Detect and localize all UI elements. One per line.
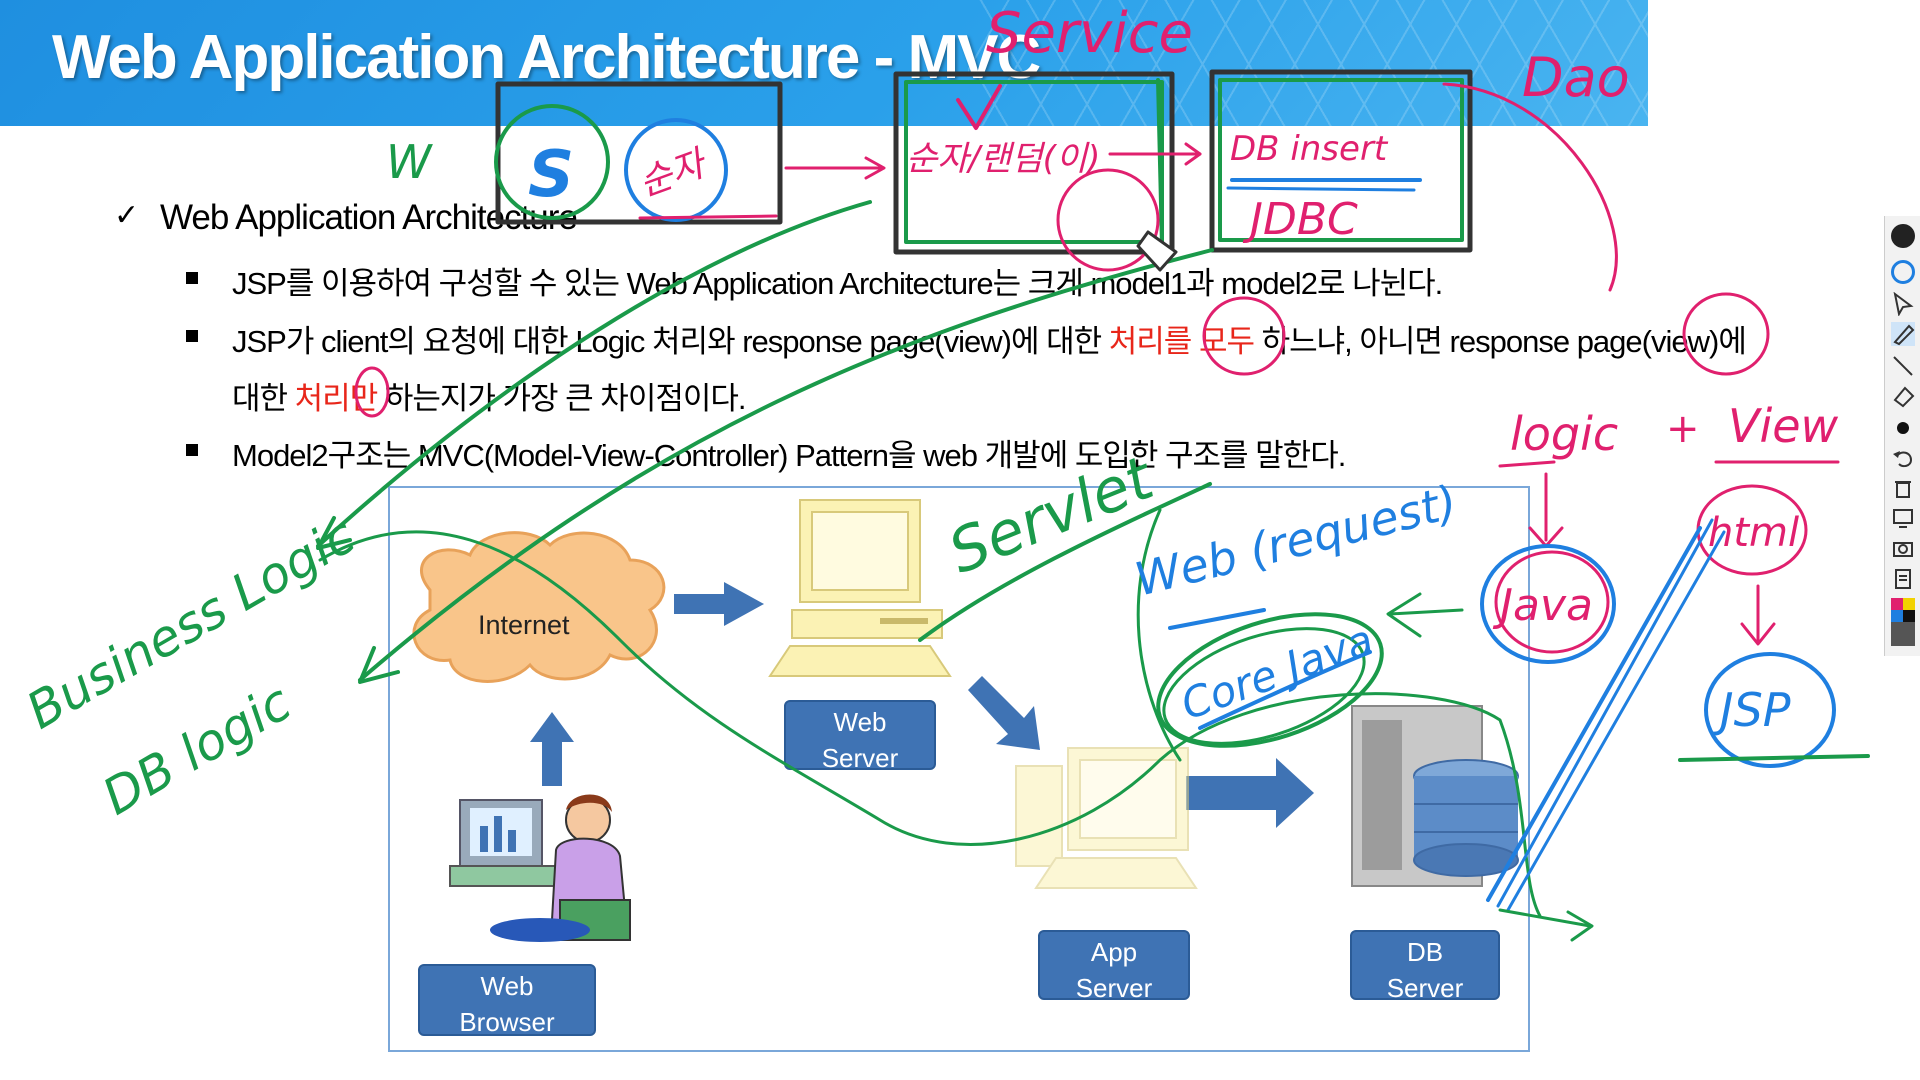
screen-icon[interactable] bbox=[1891, 506, 1915, 530]
eraser-icon[interactable] bbox=[1891, 384, 1915, 408]
ink-business-logic-label: Business Logic bbox=[17, 506, 365, 740]
bullet-text-2-line2: 대한 처리만 하는지가 가장 큰 차이점이다. bbox=[232, 373, 747, 418]
section-heading: Web Application Architecture bbox=[160, 198, 578, 237]
ink-html-label: html bbox=[1708, 510, 1799, 556]
ink-plus-label: + bbox=[1666, 406, 1700, 452]
dot-icon[interactable] bbox=[1891, 416, 1915, 440]
bullet-2-post: 하느냐, 아니면 response page(view)에 bbox=[1253, 324, 1747, 359]
web-server-label: Web Server bbox=[784, 700, 936, 773]
title-banner: Web Application Architecture - MVC bbox=[0, 0, 1648, 126]
bullet-2-line2-post: 하는지가 가장 큰 차이점이다. bbox=[377, 381, 747, 416]
pin-icon[interactable] bbox=[1891, 224, 1915, 248]
slide-title: Web Application Architecture - MVC bbox=[52, 23, 1041, 92]
internet-label: Internet bbox=[478, 610, 570, 640]
ink-w-label: W bbox=[386, 135, 433, 189]
bullet-marker bbox=[186, 444, 198, 456]
ink-logic-label: logic bbox=[1510, 407, 1618, 461]
db-server-label: DB Server bbox=[1350, 930, 1500, 1003]
bullet-marker bbox=[186, 272, 198, 284]
check-icon: ✓ bbox=[114, 199, 140, 232]
camera-icon[interactable] bbox=[1891, 536, 1915, 560]
label-line: Web bbox=[833, 707, 887, 737]
color-palette-icon[interactable] bbox=[1891, 598, 1915, 648]
trash-icon[interactable] bbox=[1891, 476, 1915, 500]
label-line: DB bbox=[1406, 937, 1444, 967]
bullet-text-3: Model2구조는 MVC(Model-View-Controller) Pat… bbox=[232, 438, 1346, 473]
bullet-text-1: JSP를 이용하여 구성할 수 있는 Web Application Archi… bbox=[232, 266, 1443, 301]
app-server-label: App Server bbox=[1038, 930, 1190, 1003]
label-line: Web bbox=[480, 971, 534, 1001]
pen-icon[interactable] bbox=[1891, 322, 1915, 346]
bullet-marker bbox=[186, 330, 198, 342]
ink-jsp-label: JSP bbox=[1712, 683, 1791, 737]
bullet-2-emphasis: 처리를 모두 bbox=[1108, 324, 1255, 359]
label-line: Server bbox=[1075, 973, 1153, 1003]
label-line: App bbox=[1090, 937, 1138, 967]
label-line: Server bbox=[1386, 973, 1464, 1003]
ink-soonja-label: 순자 bbox=[634, 142, 714, 205]
ink-db-logic-label: DB logic bbox=[93, 673, 301, 826]
bullet-text-2: JSP가 client의 요청에 대한 Logic 처리와 response p… bbox=[232, 316, 1747, 361]
bullet-2-line2-emphasis: 처리만 bbox=[294, 381, 379, 416]
bullet-2-pre: JSP가 client의 요청에 대한 Logic 처리와 response p… bbox=[232, 324, 1109, 359]
select-icon[interactable] bbox=[1891, 291, 1915, 317]
label-line: Browser bbox=[459, 1007, 555, 1037]
ink-soonja-random-label: 순자/랜덤(이) bbox=[906, 139, 1100, 179]
ink-db-insert-label: DB insert bbox=[1230, 129, 1389, 169]
clipboard-icon[interactable] bbox=[1891, 566, 1915, 590]
bullet-2-line2-pre: 대한 bbox=[232, 381, 295, 416]
eye-icon[interactable] bbox=[1891, 260, 1915, 284]
label-line: Server bbox=[821, 743, 899, 773]
web-browser-label: Web Browser bbox=[418, 964, 596, 1037]
annotation-toolbar bbox=[1884, 216, 1920, 656]
banner-pattern bbox=[968, 0, 1648, 126]
undo-icon[interactable] bbox=[1891, 446, 1915, 470]
line-icon[interactable] bbox=[1891, 354, 1915, 378]
ink-view-label: View bbox=[1728, 399, 1839, 453]
ink-jdbc-label: JDBC bbox=[1242, 194, 1358, 245]
